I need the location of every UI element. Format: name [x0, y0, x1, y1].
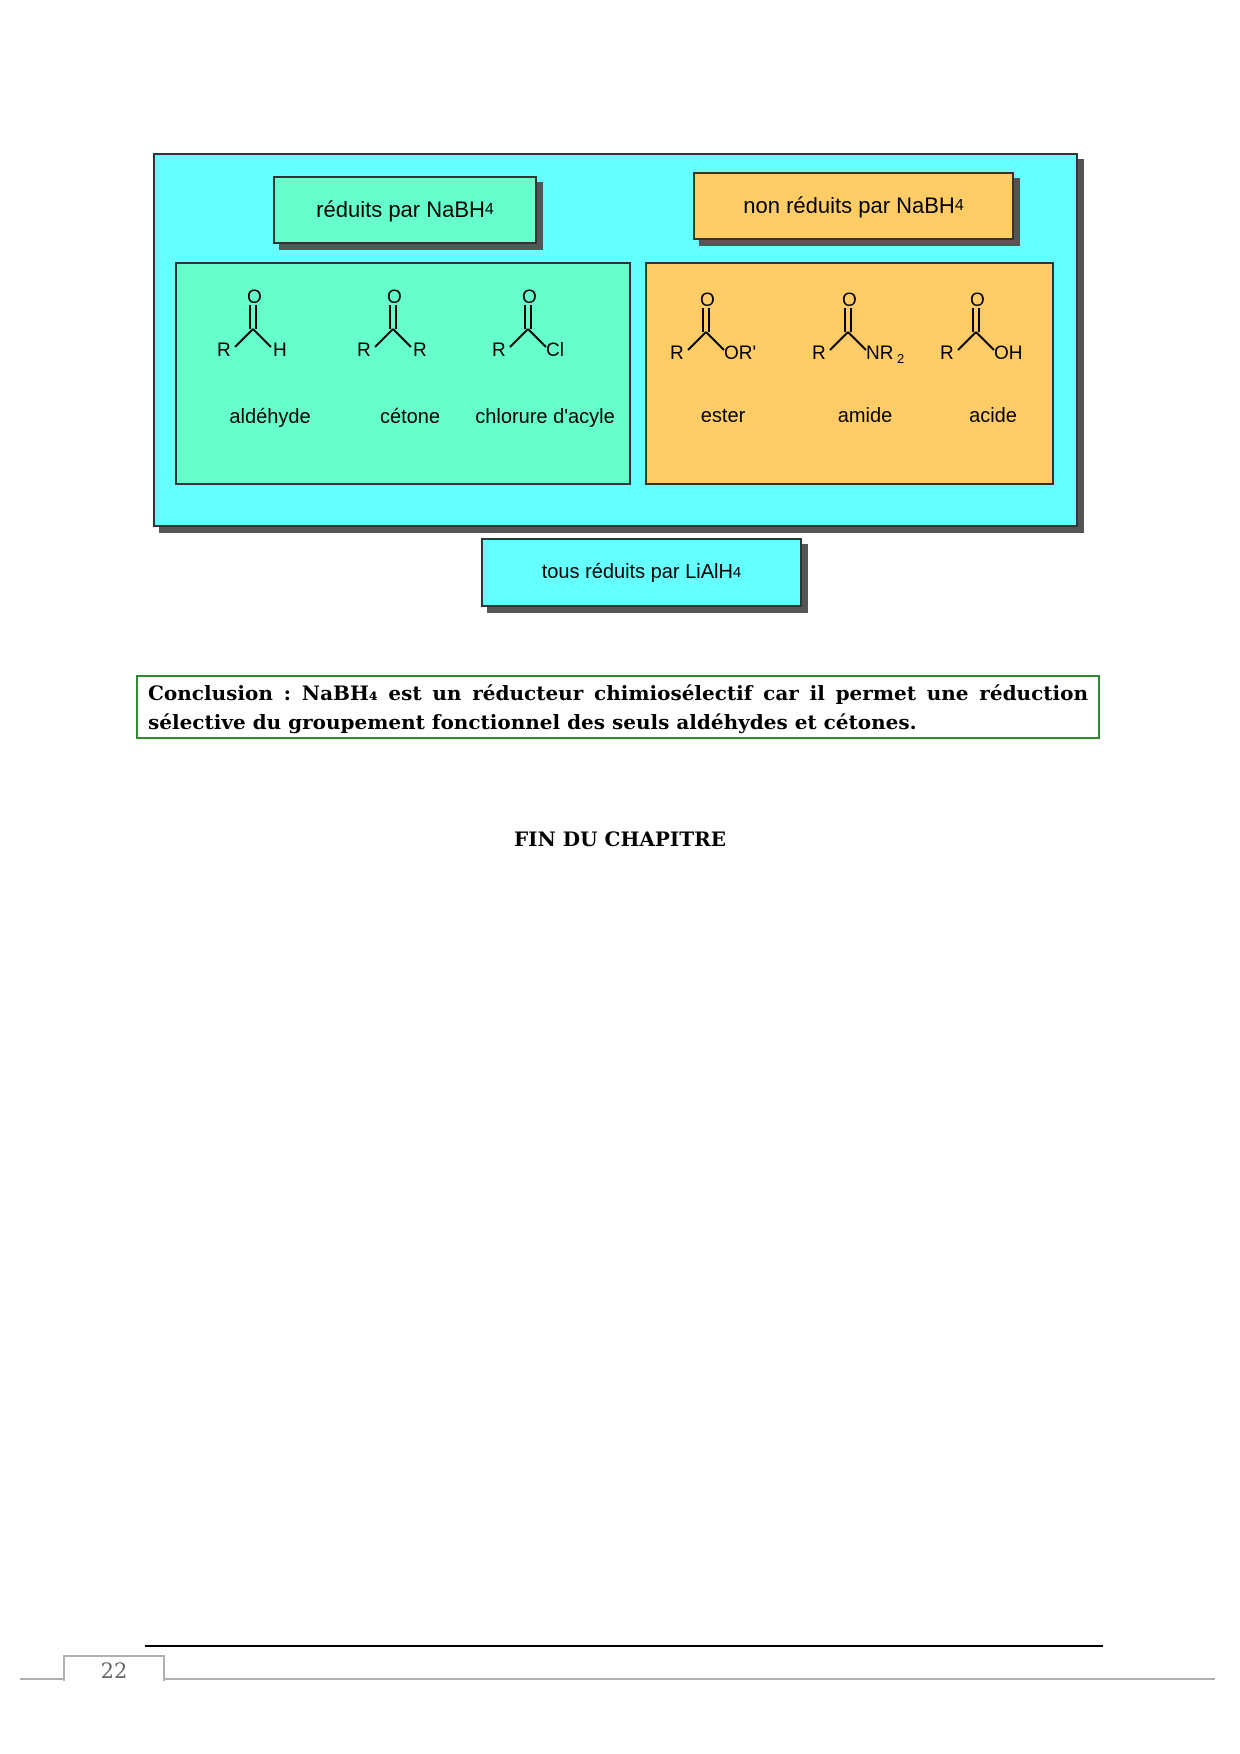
- compound-acyl-chloride: O R Cl chlorure d'acyle: [475, 287, 614, 438]
- compound-ester: O R OR' ester: [658, 290, 788, 441]
- all-reduced-text: tous réduits par LiAlH: [541, 561, 733, 583]
- end-title: FIN DU CHAPITRE: [513, 827, 727, 851]
- atom-r: R: [492, 340, 506, 361]
- atom-nr-subscript: 2: [897, 351, 904, 366]
- acid-structure: O R OH: [940, 290, 1023, 364]
- compound-acid: O R OH acide: [928, 290, 1058, 441]
- compound-name: chlorure d'acyle: [475, 406, 615, 428]
- atom-r: R: [670, 343, 684, 364]
- atom-r: R: [812, 343, 826, 364]
- footer-rule: [145, 1645, 1103, 1647]
- compound-aldehyde: O R H aldéhyde: [205, 287, 335, 438]
- compound-ketone: O R R cétone: [345, 287, 475, 438]
- reduced-header-text: réduits par NaBH: [316, 197, 485, 222]
- atom-oxygen: O: [522, 287, 537, 308]
- atom-oxygen: O: [842, 290, 857, 311]
- reduced-group: [175, 262, 631, 485]
- atom-r: R: [413, 340, 427, 361]
- compound-amide: O R NR 2 amide: [800, 290, 930, 441]
- footer-gray-rule: [20, 1678, 1215, 1680]
- atom-r: R: [940, 343, 954, 364]
- not-reduced-group: [645, 262, 1054, 485]
- not-reduced-header-text: non réduits par NaBH: [743, 193, 955, 218]
- compound-name: acide: [969, 405, 1017, 427]
- atom-r: R: [217, 340, 231, 361]
- aldehyde-structure: O R H: [217, 287, 287, 361]
- atom-or-prime: OR': [724, 343, 756, 364]
- compound-name: cétone: [379, 406, 441, 428]
- atom-oxygen: O: [387, 287, 402, 308]
- page-number: 22: [63, 1655, 165, 1683]
- compound-name: ester: [700, 405, 746, 427]
- atom-oh: OH: [994, 343, 1023, 364]
- atom-oxygen: O: [970, 290, 985, 311]
- atom-oxygen: O: [247, 287, 262, 308]
- conclusion-box: Conclusion : NaBH₄ est un réducteur chim…: [136, 675, 1100, 739]
- acyl-chloride-structure: O R Cl: [492, 287, 564, 361]
- atom-oxygen: O: [700, 290, 715, 311]
- conclusion-text: Conclusion : NaBH₄ est un réducteur chim…: [148, 681, 1088, 734]
- atom-cl: Cl: [546, 340, 564, 361]
- atom-r: R: [357, 340, 371, 361]
- reduced-header-sub: 4: [484, 201, 494, 218]
- compound-name: amide: [837, 405, 893, 427]
- compound-name: aldéhyde: [229, 406, 311, 428]
- all-reduced-sub: 4: [732, 564, 742, 581]
- ketone-structure: O R R: [357, 287, 427, 361]
- ester-structure: O R OR': [670, 290, 756, 364]
- atom-h: H: [273, 340, 287, 361]
- amide-structure: O R NR 2: [812, 290, 904, 366]
- not-reduced-header-sub: 4: [954, 197, 964, 214]
- atom-nr: NR: [866, 343, 893, 364]
